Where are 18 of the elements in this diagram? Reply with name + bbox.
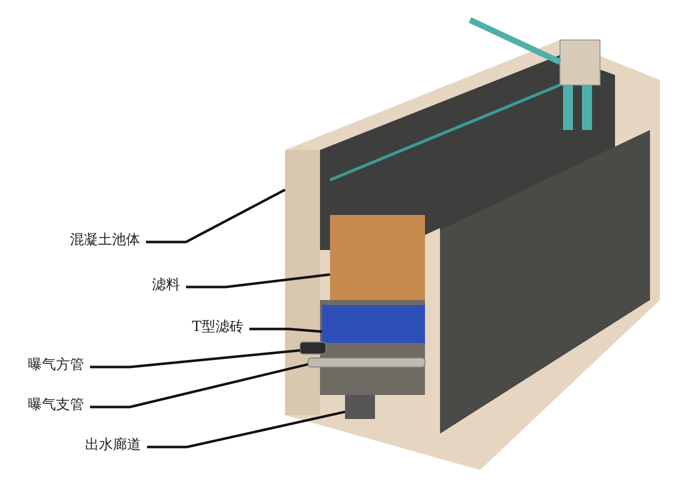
outlet-gallery <box>345 395 375 419</box>
filter-media-layer <box>330 215 425 300</box>
leader-line <box>249 328 322 333</box>
leader-line <box>146 188 286 244</box>
part-label: T型滤砖 <box>192 318 244 336</box>
part-label: 曝气方管 <box>28 356 84 374</box>
filter-brick-layer <box>322 305 425 343</box>
part-label: 混凝土池体 <box>70 231 140 249</box>
square-pipe <box>300 342 326 354</box>
branch-pipe <box>308 358 426 368</box>
leader-line <box>147 410 346 448</box>
part-label: 曝气支管 <box>28 396 84 414</box>
leader-line <box>90 349 300 368</box>
part-label: 滤料 <box>152 276 180 294</box>
leader-line <box>90 363 308 408</box>
part-label: 出水廊道 <box>85 436 141 454</box>
leader-line <box>186 273 330 288</box>
concrete-wall <box>285 150 320 415</box>
